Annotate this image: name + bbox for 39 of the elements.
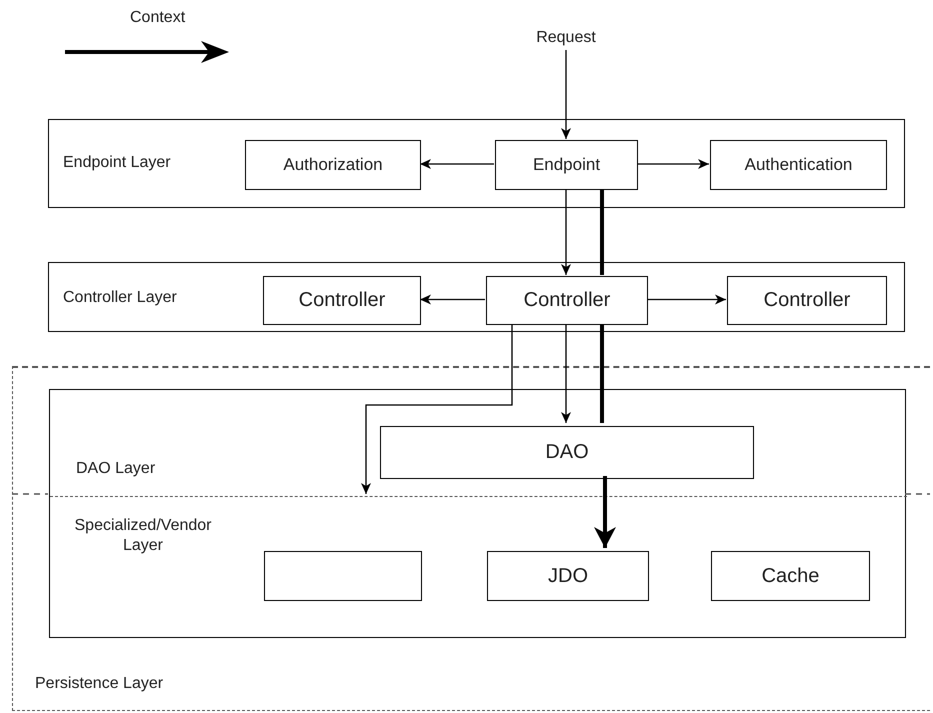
layer-label: Specialized/Vendor Layer <box>74 516 212 556</box>
arrow <box>420 159 494 169</box>
box-label: Controller <box>298 288 386 313</box>
process-box <box>487 551 649 601</box>
arrow <box>561 50 571 139</box>
layer-box <box>48 262 905 332</box>
box-label: JDO <box>548 564 588 588</box>
box-label: Cache <box>762 564 820 588</box>
arrow <box>637 159 709 169</box>
layer-box <box>48 119 905 208</box>
box-label: Controller <box>524 288 610 313</box>
box-label: Endpoint <box>532 154 600 176</box>
process-box <box>711 551 870 601</box>
process-box <box>727 276 887 325</box>
layer-label: DAO Layer <box>76 459 156 479</box>
arrow <box>361 324 513 494</box>
layer-label: Endpoint Layer <box>63 153 172 173</box>
legend-label: Context <box>130 8 186 28</box>
layer-box <box>49 389 906 638</box>
process-box <box>495 140 638 190</box>
arrow <box>594 476 616 548</box>
arrow <box>561 324 571 423</box>
box-label: Controller <box>764 288 850 313</box>
input-label: Request <box>536 28 596 48</box>
box-label: DAO <box>545 440 589 465</box>
process-box <box>710 140 887 190</box>
process-box <box>245 140 421 190</box>
arrow <box>647 294 726 304</box>
arrow <box>561 189 571 275</box>
empty-box <box>264 551 422 601</box>
process-box <box>380 426 754 479</box>
arrow <box>420 294 485 304</box>
layer-label: Persistence Layer <box>35 674 164 694</box>
box-label: Authentication <box>744 154 852 176</box>
process-box <box>263 276 421 325</box>
layer-label: Controller Layer <box>63 288 178 308</box>
dashed-region <box>12 366 930 711</box>
box-label: Authorization <box>283 154 383 176</box>
process-box <box>486 276 648 325</box>
